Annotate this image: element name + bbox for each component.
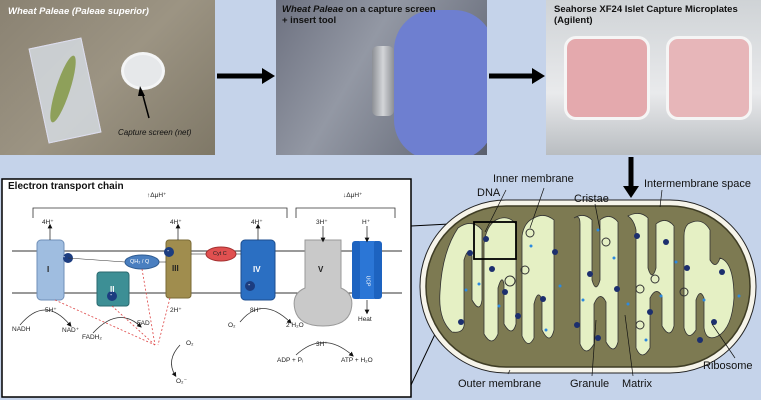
delta-mu-left: ↑ΔμH⁺ (147, 192, 167, 199)
electron-minus: - (110, 292, 113, 299)
h2o-label: 2 H₂O (286, 322, 304, 329)
o2-label: O₂ (228, 322, 236, 329)
cristae (439, 213, 735, 356)
ucp-channel (360, 241, 374, 299)
capture-screen-callout: Capture screen (net) (118, 128, 192, 137)
flow-arrow-icon (489, 68, 545, 84)
inner-membrane (425, 205, 751, 368)
photo3-caption-line2: (Agilent) (554, 15, 593, 26)
photo-wheat-paleae: Wheat Paleae (Paleae superior) Capture s… (0, 0, 215, 155)
photo2-caption-rest: on a capture screen (343, 4, 436, 15)
c1-proton-top: 4H⁺ (42, 219, 54, 226)
dna-zoom-box (473, 221, 517, 260)
gloved-hand (394, 10, 487, 155)
flow-arrow-down-icon (623, 157, 639, 198)
flow-arrow-icon (217, 68, 275, 84)
delta-mu-right: ↓ΔμH⁺ (343, 192, 363, 199)
ucp-label: UCP (364, 275, 371, 287)
outer-membrane-label: Outer membrane (458, 378, 542, 390)
zoom-line (410, 221, 489, 386)
cristae-label: Cristae (574, 193, 609, 205)
intermembrane-label: Intermembrane space (644, 178, 751, 190)
atp-synthase (293, 239, 353, 327)
nad-label: NAD⁺ (62, 327, 80, 334)
c5-proton-top: 3H⁺ (316, 219, 328, 226)
dna-label: DNA (477, 187, 501, 199)
photo-insert-tool: Wheat Paleae on a capture screen + inser… (276, 0, 487, 155)
complex-v-label: V (318, 265, 324, 274)
granule-label: Granule (570, 378, 610, 390)
q-label: QH₂ / Q (130, 259, 150, 265)
c4-proton-bottom: 8H⁺ (250, 307, 262, 314)
microplate-well-left (564, 36, 650, 120)
photo2-caption-italic: Wheat Paleae (282, 4, 344, 15)
outer-membrane (419, 199, 757, 374)
fad-label: FAD (137, 320, 150, 327)
photo2-caption-line2: + insert tool (282, 15, 337, 26)
cyt-c-label: Cyt C (213, 251, 227, 257)
superoxide-label: O₂⁻ (176, 378, 188, 385)
complex-iii-label: III (172, 264, 179, 273)
complex-ii-label: II (110, 285, 115, 294)
complex-i-label: I (47, 265, 50, 274)
etc-panel (1, 178, 412, 398)
ribosome-label: Ribosome (703, 360, 753, 372)
insert-tool (372, 46, 394, 116)
c3-proton-top: 4H⁺ (170, 219, 182, 226)
photo2-caption: Wheat Paleae on a capture screen + inser… (282, 4, 436, 26)
complex-i (36, 239, 65, 301)
c5-proton-bottom: 3H⁺ (316, 341, 328, 348)
ros-o2-label: O₂ (186, 340, 194, 347)
electron-minus: - (248, 282, 251, 289)
electron-minus: - (167, 248, 170, 255)
photo3-caption: Seahorse XF24 Islet Capture Microplates … (554, 4, 738, 26)
ucp-proton-top: H⁺ (362, 219, 371, 226)
electron-minus: - (63, 254, 66, 261)
matrix-label: Matrix (622, 378, 652, 390)
heat-label: Heat (358, 316, 372, 323)
c4-proton-top: 4H⁺ (251, 219, 263, 226)
complex-iv-label: IV (253, 265, 261, 274)
photo3-caption-line1: Seahorse XF24 Islet Capture Microplates (554, 4, 738, 15)
inner-membrane-label: Inner membrane (493, 173, 574, 185)
etc-title: Electron transport chain (8, 181, 124, 192)
nadh-label: NADH (12, 326, 31, 333)
c3-proton-bottom: 2H⁺ (170, 307, 182, 314)
zoom-line (410, 221, 489, 227)
atp-label: ATP + H₂O (341, 357, 373, 364)
capture-screen-ring (121, 52, 165, 90)
fadh2-label: FADH₂ (82, 334, 102, 341)
microplate-well-right (666, 36, 752, 120)
photo1-caption: Wheat Paleae (Paleae superior) (8, 6, 149, 17)
photo-capture-microplates: Seahorse XF24 Islet Capture Microplates … (546, 0, 761, 155)
adp-label: ADP + Pᵢ (277, 357, 304, 364)
callout-arrow-icon (138, 86, 150, 119)
c1-proton-bottom: 5H⁺ (45, 307, 57, 314)
